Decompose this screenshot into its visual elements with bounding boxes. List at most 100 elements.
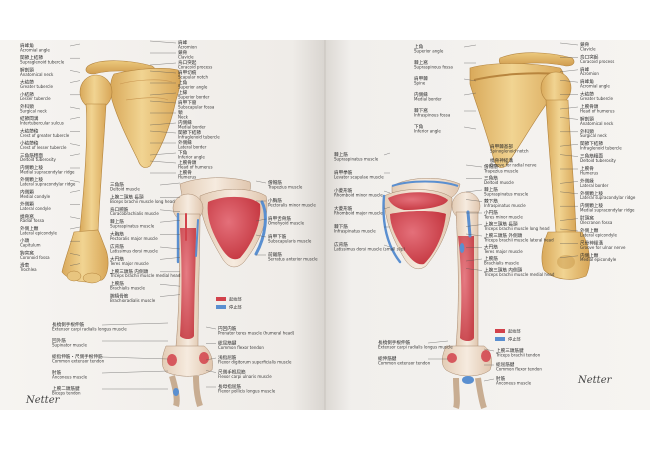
label-jp-l-capitulum: 小頭 — [20, 237, 30, 244]
label-jp-m-omohyoid: 肩甲舌骨筋 — [268, 215, 291, 222]
label-jp-rm-latissimus: 広背筋 — [334, 241, 348, 248]
right-rotator-insertion — [466, 210, 472, 238]
leader-line — [69, 180, 81, 183]
label-en-l-medial-border: Medial border — [178, 124, 206, 129]
label-jp-r-coracoid: 烏口突起 — [580, 53, 599, 60]
leader-line — [559, 42, 579, 46]
leader-line — [149, 100, 177, 104]
label-en-l-acromion-angle: Acromial angle — [20, 47, 50, 52]
label-en-l-med-supracondylar: Medial supracondylar ridge — [20, 169, 75, 174]
label-jp-l-scapular-notch: 肩甲切痕 — [178, 69, 197, 76]
label-jp-r-head-humerus: 上腕骨頭 — [580, 103, 599, 110]
leader-line — [159, 209, 181, 212]
leader-line — [463, 92, 477, 96]
label-en-l-scapular-notch: Scapular notch — [178, 74, 208, 79]
label-jp-b-fpl: 長母指屈筋 — [218, 383, 241, 390]
leader-line — [559, 144, 579, 147]
label-en-r-humerus: Humerus — [580, 170, 598, 175]
label-jp-r-lateral-epicondyle: 外側上顆 — [580, 227, 599, 234]
label-en-b-ecrl: Extensor carpi radialis longus muscle — [52, 326, 127, 331]
leader-line — [149, 152, 177, 156]
right-triceps-origin — [458, 236, 474, 341]
leader-line — [149, 130, 177, 134]
label-jp-l-crest-lesser: 小結節稜 — [20, 140, 39, 147]
label-en-l-superior-angle: Superior angle — [178, 84, 208, 89]
right-supraspinatus-origin — [388, 192, 448, 210]
leader-line — [255, 218, 267, 222]
label-jp-l-superior-border: 上縁 — [178, 89, 188, 96]
leader-line — [463, 78, 477, 82]
label-en-l-supraglenoid: Supraglenoid tubercle — [20, 60, 65, 65]
label-en-r-coracoid: Coracoid process — [580, 59, 614, 64]
label-jp-b-fds: 浅指屈筋 — [218, 354, 237, 361]
label-en-m-latissimus: Latissimus dorsi muscle — [110, 248, 158, 253]
right-deltoid-insertion — [459, 243, 465, 253]
label-en-rb-anconeus: Anconeus muscle — [496, 380, 532, 385]
label-jp-m-pectoralis-minor: 小胸筋 — [268, 197, 282, 204]
label-en-r-anatomical-neck: Anatomical neck — [580, 121, 614, 126]
label-jp-rm-rhomboid-major: 大菱形筋 — [334, 205, 353, 212]
label-jp-r-superior-angle: 上角 — [414, 43, 424, 50]
right-forearm-bones — [453, 377, 487, 409]
right-legend-origin-swatch — [495, 329, 505, 333]
label-jp-r-surgical-neck: 外科頸 — [580, 128, 594, 135]
label-en-l-infraglenoid: Infraglenoid tubercle — [178, 134, 220, 139]
label-en-m-trapezius: Trapezius muscle — [267, 184, 303, 189]
label-jp-rb-common-extensor: 総伸筋腱 — [378, 355, 397, 362]
label-jp-l-head-humerus: 上腕骨頭 — [178, 159, 197, 166]
left-epicondyle-origin — [167, 354, 177, 366]
label-jp-rm-supraspinatus: 棘上筋 — [334, 151, 348, 158]
label-en-r-superior-angle: Superior angle — [414, 48, 444, 53]
right-trapezius-insertion — [391, 180, 459, 187]
label-en-rm-rhomboid-major: Rhomboid major muscle — [334, 210, 383, 215]
label-jp-rm-rhomboid-minor: 小菱形筋 — [334, 187, 353, 194]
label-en-l-lat-supracondylar: Lateral supracondylar ridge — [20, 182, 76, 187]
label-en-m-pectoralis-major: Pectoralis major muscle — [110, 236, 158, 241]
label-en-r-inferior-angle: Inferior angle — [414, 128, 441, 133]
label-en-m-omohyoid: Omohyoid muscle — [268, 220, 305, 225]
label-jp-b-fcu: 尺側手根屈筋 — [218, 369, 246, 376]
label-jp-m-brachialis: 上腕筋 — [110, 280, 124, 287]
label-jp-rm-triceps-lateral: 上腕三頭筋 外側頭 — [484, 232, 523, 239]
label-jp-r-acromion: 肩峰 — [580, 66, 590, 73]
leader-line — [559, 181, 579, 184]
label-en-r-spinoglenoid: Spinoglenoid notch — [490, 148, 529, 153]
right-rhomboid-insertion — [382, 194, 402, 264]
label-jp-rm-trapezius: 僧帽筋 — [484, 163, 498, 170]
label-en-l-lesser-tubercle: Lesser tubercle — [20, 96, 51, 101]
